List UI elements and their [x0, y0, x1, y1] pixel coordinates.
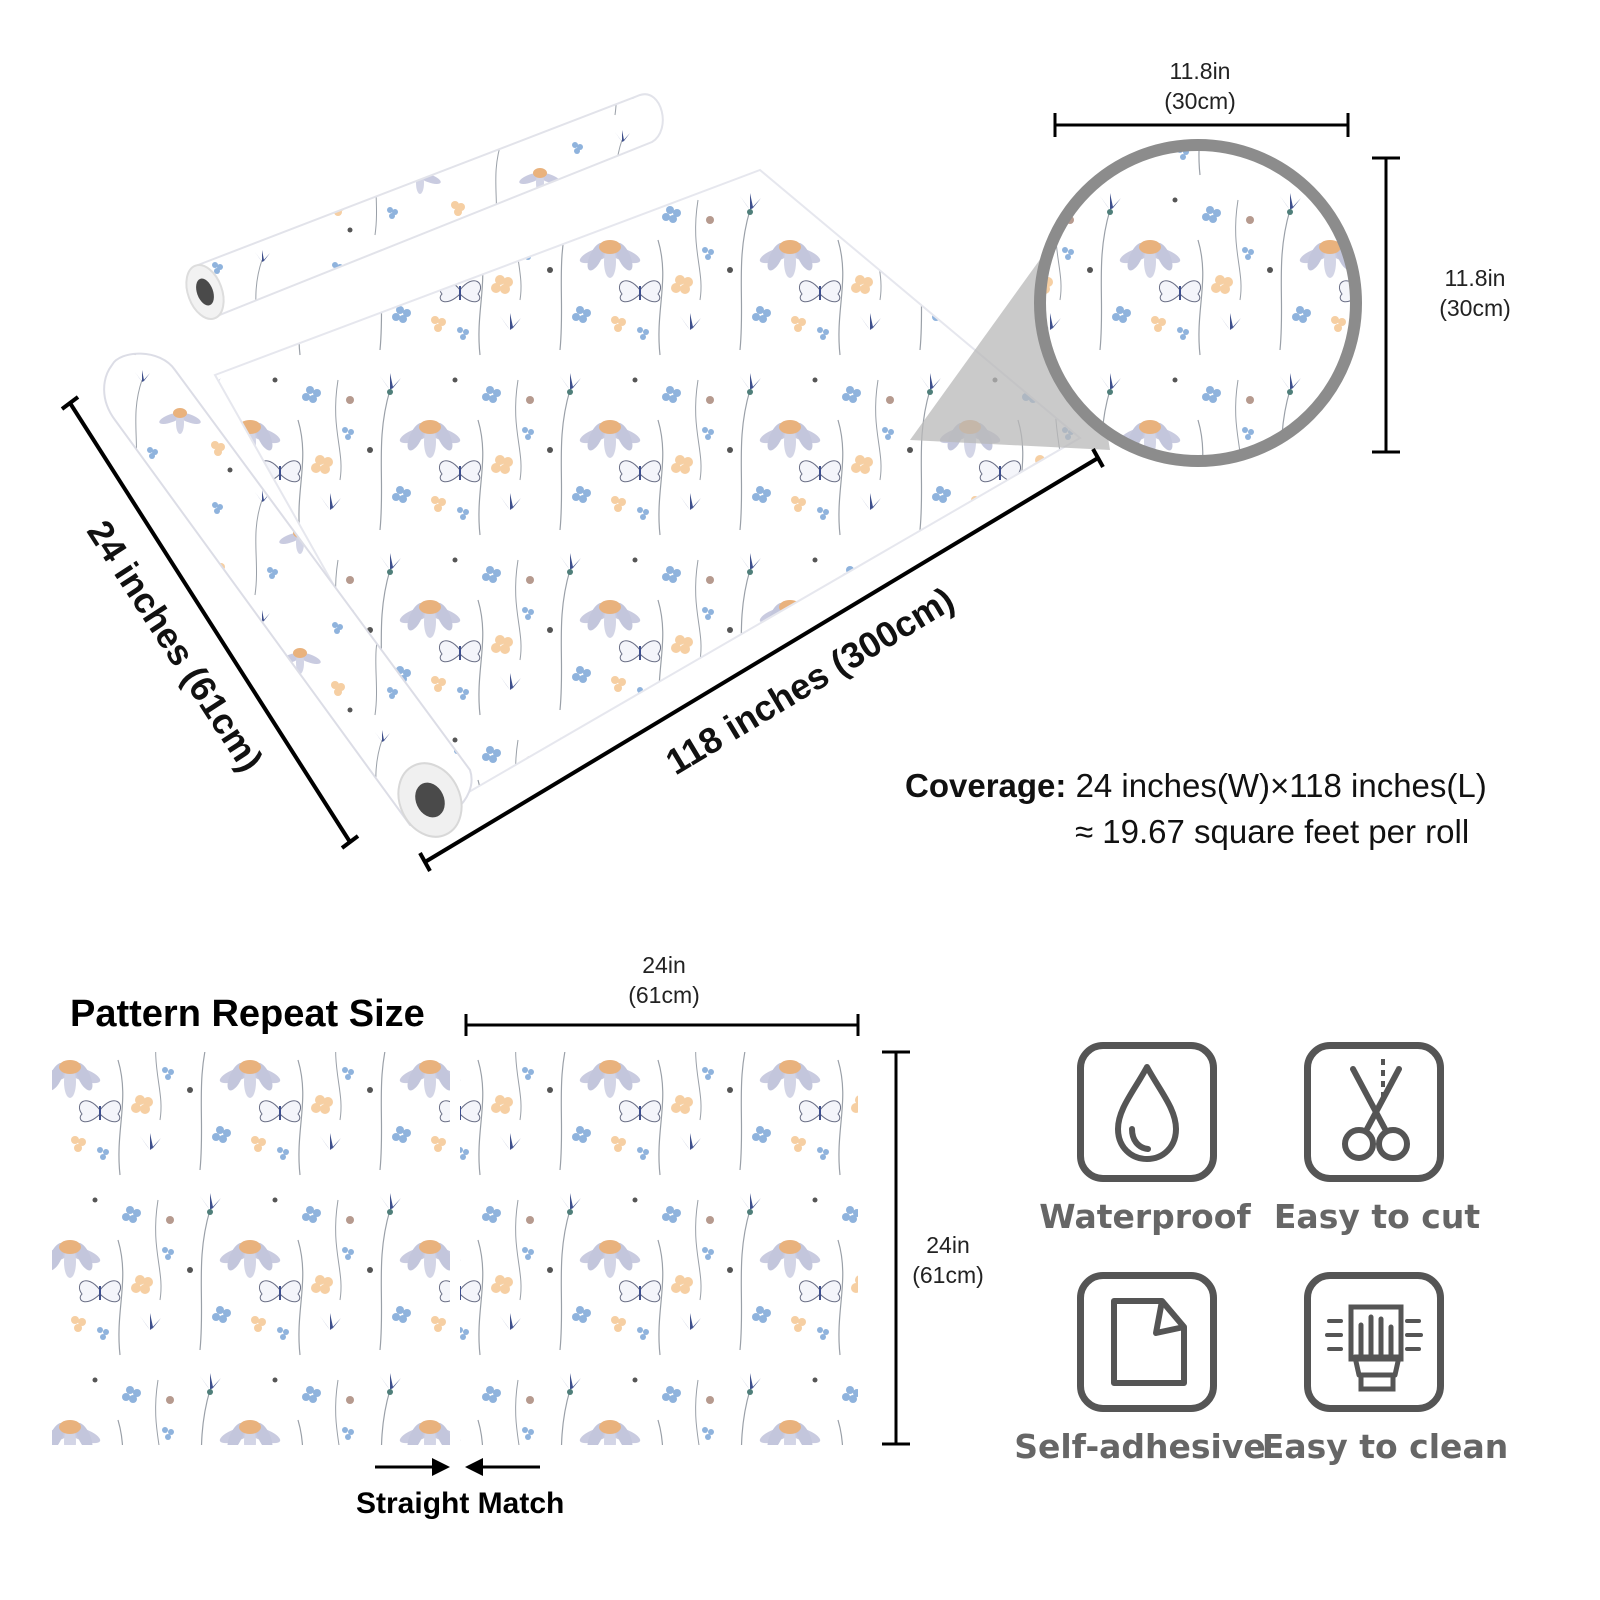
rolled-tube [185, 93, 664, 320]
pattern-right-dimension-text: 24in (61cm) [878, 1230, 1018, 1290]
magnifier-circle [1034, 139, 1362, 467]
straight-match-arrows [375, 1458, 540, 1476]
dim-cm: (61cm) [628, 982, 700, 1008]
easy-to-clean-tile [1304, 1272, 1444, 1412]
magnifier-height-dimension [1372, 156, 1400, 454]
unrolled-sheet [103, 168, 1082, 838]
dim-inches: 24in [642, 952, 686, 978]
self-adhesive-tile [1077, 1272, 1217, 1412]
coverage-label: Coverage: [905, 767, 1067, 804]
pattern-panel-left [52, 1052, 450, 1445]
peel-sheet-icon [1111, 1298, 1187, 1386]
straight-match-label: Straight Match [356, 1487, 565, 1520]
roll-length-dimension [418, 448, 1105, 872]
coverage-text: Coverage: 24 inches(W)×118 inches(L) ≈ 1… [905, 763, 1545, 855]
coverage-dimensions: 24 inches(W)×118 inches(L) [1075, 767, 1487, 804]
easy-to-clean-label: Easy to clean [1261, 1427, 1509, 1466]
coverage-area: ≈ 19.67 square feet per roll [1075, 813, 1470, 850]
water-drop-icon [1115, 1064, 1179, 1162]
pattern-repeat-illustration [52, 1014, 910, 1476]
dim-cm: (30cm) [1164, 88, 1236, 114]
roll-width-dimension [60, 395, 360, 850]
roll-illustration [60, 93, 1400, 872]
scissors-icon [1342, 1059, 1410, 1161]
easy-to-cut-label: Easy to cut [1273, 1197, 1481, 1236]
dim-inches: 11.8in [1444, 265, 1506, 291]
dim-inches: 24in [926, 1232, 970, 1258]
waterproof-tile [1077, 1042, 1217, 1182]
pattern-repeat-title: Pattern Repeat Size [70, 993, 425, 1035]
self-adhesive-label: Self-adhesive [1014, 1427, 1266, 1466]
dim-inches: 11.8in [1169, 58, 1231, 84]
dim-cm: (61cm) [912, 1262, 984, 1288]
pattern-height-dimension [882, 1050, 910, 1446]
easy-to-cut-tile [1304, 1042, 1444, 1182]
waterproof-label: Waterproof [1039, 1197, 1251, 1236]
magnifier-right-dimension-text: 11.8in (30cm) [1405, 263, 1545, 323]
pattern-top-dimension-text: 24in (61cm) [594, 950, 734, 1010]
magnifier-width-dimension [1053, 113, 1350, 137]
pattern-width-dimension [464, 1014, 860, 1036]
pattern-panel-right [460, 1052, 858, 1445]
magnifier-top-dimension-text: 11.8in (30cm) [1130, 56, 1270, 116]
wipe-hand-icon [1325, 1304, 1423, 1392]
dim-cm: (30cm) [1439, 295, 1511, 321]
